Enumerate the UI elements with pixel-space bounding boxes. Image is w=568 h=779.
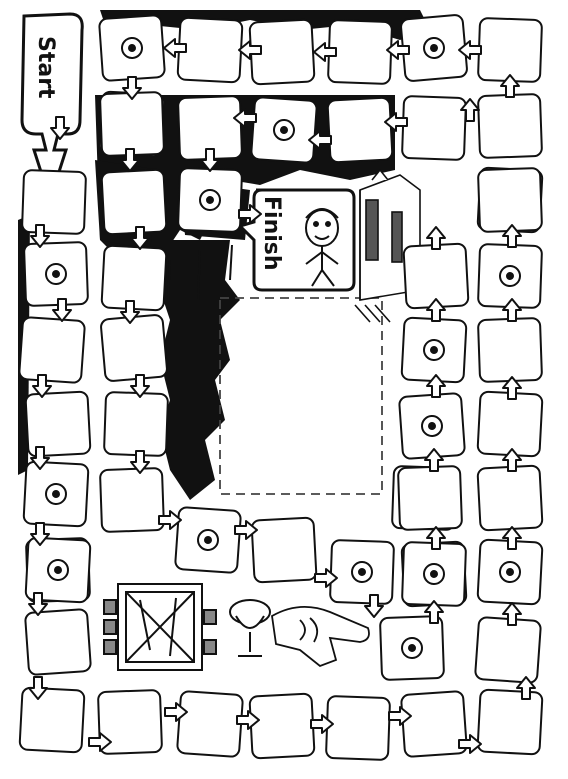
board-square <box>23 607 93 677</box>
arrow-icon <box>313 42 337 62</box>
arrow-icon <box>314 568 338 588</box>
arrow-icon <box>28 676 48 700</box>
arrow-icon <box>308 130 332 150</box>
arrow-icon <box>502 448 522 472</box>
board-square <box>476 316 544 384</box>
arrow-icon <box>120 300 140 324</box>
arrow-icon <box>158 510 182 530</box>
arrow-icon <box>384 112 408 132</box>
arrow-icon <box>30 522 50 546</box>
arrow-icon <box>130 226 150 250</box>
boy-face-illustration <box>305 208 339 287</box>
arrow-icon <box>233 108 257 128</box>
arrow-icon <box>310 714 334 734</box>
arrow-icon <box>426 374 446 398</box>
arrow-icon <box>516 676 536 700</box>
board-square <box>98 466 166 534</box>
arrow-icon <box>426 526 446 550</box>
arrow-icon <box>30 224 50 248</box>
arrow-icon <box>163 38 187 58</box>
board-square <box>400 94 468 162</box>
arrow-icon <box>502 298 522 322</box>
finish-label: Finish <box>259 196 284 271</box>
board-square-target <box>176 166 244 234</box>
pointing-hand-illustration <box>271 606 370 668</box>
goblet-illustration <box>229 599 271 657</box>
arrow-icon <box>32 374 52 398</box>
board-square-target <box>97 13 167 83</box>
arrow-icon <box>502 224 522 248</box>
arrow-icon <box>426 298 446 322</box>
arrow-icon <box>238 40 262 60</box>
arrow-icon <box>364 594 384 618</box>
board-square <box>102 390 170 458</box>
arrow-icon <box>130 374 150 398</box>
arrow-icon <box>502 376 522 400</box>
board-square <box>396 464 464 532</box>
board-square <box>476 464 544 532</box>
board-square <box>476 92 544 160</box>
arrow-icon <box>52 298 72 322</box>
arrow-icon <box>236 710 260 730</box>
arrow-icon <box>460 98 480 122</box>
centre-dashed-area <box>219 297 383 495</box>
arrow-icon <box>122 76 142 100</box>
arrow-icon <box>502 602 522 626</box>
arrow-icon <box>28 592 48 616</box>
arrow-icon <box>30 446 50 470</box>
arrow-icon <box>500 74 520 98</box>
arrow-icon <box>164 702 188 722</box>
board-square-target <box>173 505 243 575</box>
arrow-icon <box>458 40 482 60</box>
arrow-icon <box>120 148 140 172</box>
arrow-icon <box>88 732 112 752</box>
arrow-icon <box>130 450 150 474</box>
arrow-icon <box>238 204 262 224</box>
arrow-icon <box>388 706 412 726</box>
arrow-icon <box>386 40 410 60</box>
arrow-icon <box>458 734 482 754</box>
arrow-icon <box>426 226 446 250</box>
arrow-icon <box>50 116 70 140</box>
arrow-icon <box>200 148 220 172</box>
arrow-icon <box>424 448 444 472</box>
board-square <box>250 516 318 584</box>
start-banner <box>20 12 84 205</box>
wooden-crate-illustration <box>103 583 217 671</box>
arrow-icon <box>424 600 444 624</box>
arrow-icon <box>502 526 522 550</box>
arrow-icon <box>234 520 258 540</box>
start-label: Start <box>33 36 58 99</box>
finish-banner <box>237 188 356 292</box>
